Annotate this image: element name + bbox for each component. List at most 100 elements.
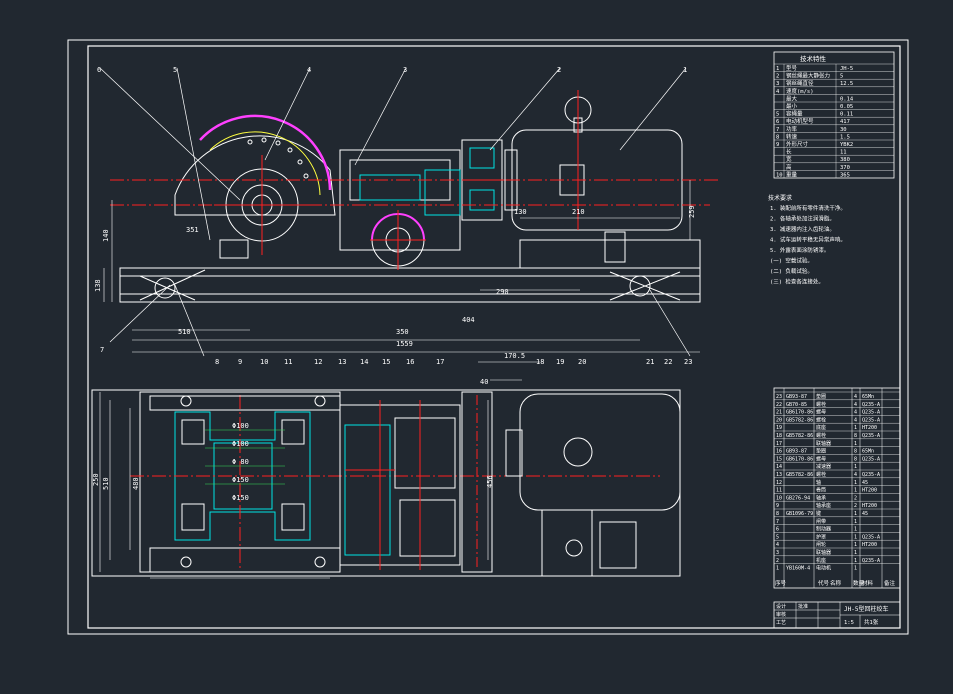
parts-cell: 10 [776, 495, 782, 501]
parts-cell: 45 [862, 511, 868, 517]
parts-cell: 11 [776, 488, 782, 494]
parts-cell: 9 [776, 503, 779, 509]
callout-12: 12 [314, 358, 322, 366]
reducer-top [339, 404, 461, 566]
dimension-texts: 140 138 351 210 130 259 510 404 350 1559… [92, 205, 696, 502]
parts-cell: 键 [816, 510, 821, 517]
dimensions-top [103, 180, 700, 363]
parts-cell: 1 [776, 566, 779, 572]
tech-row-value: 0.11 [840, 112, 853, 118]
parts-cell: 底座 [816, 424, 826, 431]
title-cell-check: 审核 [776, 611, 786, 618]
parts-cell: Q235-A [862, 402, 880, 408]
parts-cell: 5 [776, 534, 779, 540]
inner-frame [87, 45, 901, 629]
callout-3: 3 [403, 66, 407, 74]
parts-cell: 联轴器 [816, 549, 831, 556]
parts-cell: GB1096-79 [786, 511, 813, 517]
parts-cell: 闸轮 [816, 541, 826, 548]
parts-cell: 螺栓 [816, 416, 826, 423]
dimensions-bottom [99, 379, 522, 579]
parts-cell: 3 [776, 550, 779, 556]
parts-cell: 1 [854, 534, 857, 540]
tech-row-no: 6 [776, 119, 779, 125]
parts-cell: 17 [776, 441, 782, 447]
tech-row-no: 3 [776, 81, 779, 87]
parts-cell: 1 [854, 480, 857, 486]
dim-210: 210 [572, 208, 585, 216]
leaders-top [99, 67, 691, 357]
parts-cell: 螺栓 [816, 471, 826, 478]
dim-130: 130 [514, 208, 527, 216]
parts-cell: 2 [776, 558, 779, 564]
parts-cell: 22 [776, 402, 782, 408]
parts-cell: 45 [862, 480, 868, 486]
parts-header-qty: 数量 [853, 579, 865, 587]
parts-cell: 螺栓 [816, 401, 826, 408]
parts-cell: 20 [776, 417, 782, 423]
tech-note-line: 5. 外露表面涂防锈漆。 [770, 246, 829, 254]
tech-row-value: YBK2 [840, 142, 853, 148]
parts-cell: HT200 [862, 503, 877, 509]
parts-cell: 4 [776, 542, 779, 548]
tech-row-no: 9 [776, 142, 779, 148]
parts-cell: 65Mn [862, 394, 874, 400]
tech-row-value: 365 [840, 172, 850, 178]
tech-notes: 技术要求 1. 装配前所有零件清洗干净。2. 各轴承处加注润滑脂。3. 减速器内… [768, 194, 846, 286]
parts-cell: 21 [776, 410, 782, 416]
parts-cell: 1 [854, 488, 857, 494]
tech-row-label: 最小 [786, 102, 798, 110]
parts-cell: 19 [776, 425, 782, 431]
parts-cell: 13 [776, 472, 782, 478]
dim-40: 40 [480, 378, 488, 386]
base-frame [119, 267, 701, 303]
parts-cell: HT200 [862, 488, 877, 494]
parts-cell: 1 [854, 519, 857, 525]
tech-note-line: (一) 空载试验。 [770, 257, 813, 265]
parts-cell: 4 [854, 410, 857, 416]
dim-456: 456 [486, 475, 494, 488]
tech-note-line: 3. 减速器内注入齿轮油。 [770, 225, 835, 233]
parts-cell: 4 [854, 394, 857, 400]
dim-259: 259 [688, 205, 696, 218]
callout-4: 4 [307, 66, 311, 74]
parts-cell: 8 [854, 456, 857, 462]
parts-header-note: 备注 [884, 579, 896, 587]
tech-note-line: 4. 试车运转平稳无异常声响。 [770, 236, 846, 244]
dim-510b: 510 [102, 477, 110, 490]
parts-cell: GB93-87 [786, 449, 807, 455]
parts-header-name: 名称 [830, 579, 842, 587]
tech-row-value: 11 [840, 150, 847, 156]
dim-phi-3: Φ 80 [232, 458, 249, 466]
callout-15: 15 [382, 358, 390, 366]
parts-cell: 螺母 [816, 409, 826, 416]
parts-cell: GB5782-86 [786, 472, 813, 478]
tech-row-label: 转速 [786, 132, 798, 140]
parts-cell: Q235-A [862, 456, 880, 462]
tech-row-value: 30 [840, 127, 847, 133]
callout-16: 16 [406, 358, 414, 366]
parts-cell: YB160M-4 [786, 566, 810, 572]
parts-cell: GB5782-86 [786, 417, 813, 423]
parts-cell: 4 [854, 402, 857, 408]
callout-19: 19 [556, 358, 564, 366]
dim-140: 140 [102, 229, 110, 242]
parts-header-material: 材料 [862, 579, 874, 587]
parts-cell: 7 [776, 519, 779, 525]
dim-351: 351 [186, 226, 199, 234]
tech-row-no: 1 [776, 66, 779, 72]
tech-spec-title: 技术特性 [800, 54, 827, 63]
outer-frame [67, 39, 909, 635]
tech-row-label: 钢丝绳直径 [786, 79, 814, 87]
tech-notes-lines: 1. 装配前所有零件清洗干净。2. 各轴承处加注润滑脂。3. 减速器内注入齿轮油… [770, 204, 846, 286]
dim-1559: 1559 [396, 340, 413, 348]
callout-17: 17 [436, 358, 444, 366]
parts-cell: 2 [854, 503, 857, 509]
callout-5: 5 [173, 66, 177, 74]
callout-2: 2 [557, 66, 561, 74]
tech-row-no: 7 [776, 127, 779, 133]
callout-21: 21 [646, 358, 654, 366]
